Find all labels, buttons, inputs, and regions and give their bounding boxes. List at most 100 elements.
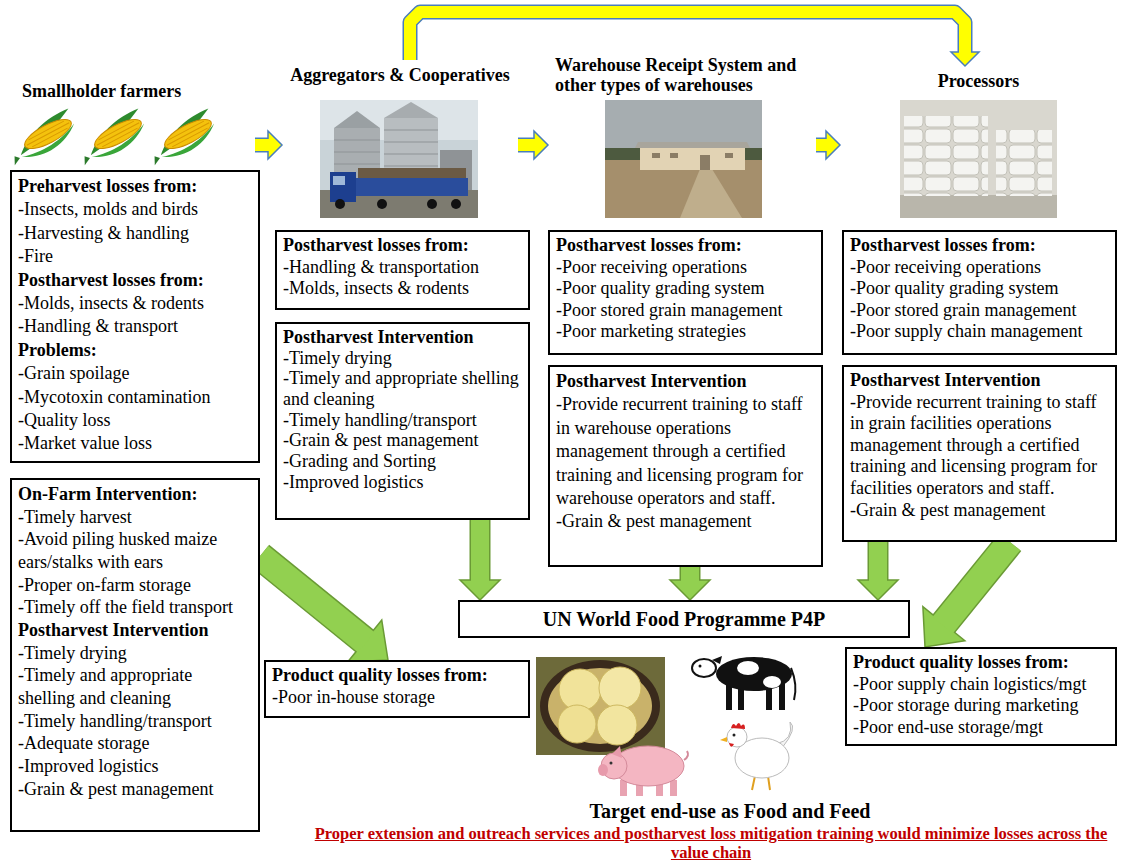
arrow-body xyxy=(410,12,965,60)
cow-figure xyxy=(712,656,722,664)
cow-figure xyxy=(692,656,795,710)
food-bowl xyxy=(599,667,641,709)
box-heading: Postharvest losses from: xyxy=(18,269,250,292)
pig-figure xyxy=(610,762,613,765)
list-item: -Timely drying xyxy=(283,348,520,369)
food-bowl xyxy=(559,669,601,711)
list-item: -Improved logistics xyxy=(18,755,250,778)
warehouse-photo xyxy=(725,153,733,158)
box-heading: Postharvest losses from: xyxy=(556,235,813,257)
arrow-body xyxy=(518,139,536,151)
silo-photo xyxy=(451,199,461,209)
chicken-figure xyxy=(727,727,747,747)
processor-photo xyxy=(904,116,988,196)
silo-photo xyxy=(333,176,345,185)
arrow-body xyxy=(255,139,270,151)
list-item: -Poor in-house storage xyxy=(272,687,520,709)
list-item: -Grain spoilage xyxy=(18,362,250,385)
chicken-figure xyxy=(731,723,745,729)
warehouse-photo xyxy=(640,148,745,170)
food-bowl xyxy=(536,657,665,755)
food-bowl xyxy=(540,660,660,752)
box-heading: Postharvest Intervention xyxy=(18,619,250,642)
arrow-head xyxy=(268,131,282,159)
flow-arrow xyxy=(816,131,840,159)
list-item: -Handling & transportation xyxy=(283,257,520,279)
silo-photo xyxy=(320,100,478,218)
list-item: -Grain & pest management xyxy=(850,500,1107,522)
warehouse-photo xyxy=(605,100,762,218)
chicken-figure xyxy=(720,737,727,742)
pig-figure xyxy=(670,780,677,796)
processor-photo xyxy=(996,130,1052,196)
box-heading: On-Farm Intervention: xyxy=(18,483,250,506)
list-item: -Grain & pest management xyxy=(283,430,520,451)
arrow-body xyxy=(869,542,887,582)
arrow-body xyxy=(471,520,489,582)
list-item: -Provide recurrent training to staff in … xyxy=(556,393,813,510)
outcome-arrow xyxy=(670,567,710,600)
column-header: Processors xyxy=(840,66,1117,220)
list-item: -Grading and Sorting xyxy=(283,451,520,472)
list-item: -Poor supply chain management xyxy=(850,321,1107,343)
arrow-head xyxy=(460,580,500,600)
arrow-head xyxy=(670,580,710,600)
outcome-arrow xyxy=(460,520,500,600)
silo-photo xyxy=(334,130,438,166)
list-item: -Poor stored grain management xyxy=(850,300,1107,322)
intervention-box: Postharvest Intervention-Timely drying-T… xyxy=(275,322,530,520)
cow-figure xyxy=(692,659,716,677)
list-item: -Proper on-farm storage xyxy=(18,574,250,597)
warehouse-photo xyxy=(680,169,742,218)
box-heading: Product quality losses from: xyxy=(272,665,520,687)
loss-box: Preharvest losses from:-Insects, molds a… xyxy=(10,170,260,463)
warehouse-photo xyxy=(605,100,762,218)
list-item: -Poor storage during marketing xyxy=(853,695,1107,717)
list-item: -Fire xyxy=(18,245,250,268)
silo-photo xyxy=(320,100,478,218)
arrow-head xyxy=(534,131,548,159)
program-title: UN World Food Programme P4P xyxy=(466,607,902,631)
cow-figure xyxy=(763,676,781,688)
list-item: -Poor stored grain management xyxy=(556,300,813,322)
cow-figure xyxy=(716,657,792,691)
end-use-caption: Target end-use as Food and Feed xyxy=(520,800,940,822)
list-item: -Mycotoxin contamination xyxy=(18,386,250,409)
column-title: Smallholder farmers xyxy=(22,82,251,102)
column-title: Aggregators & Cooperatives xyxy=(282,66,518,86)
box-heading: Product quality losses from: xyxy=(853,652,1107,674)
silo-photo xyxy=(335,199,345,209)
warehouse-photo xyxy=(670,153,678,158)
arrow-body xyxy=(943,542,1010,625)
food-bowl xyxy=(558,705,596,743)
arrow-head xyxy=(858,580,898,600)
chicken-figure xyxy=(729,743,734,747)
silo-photo xyxy=(377,199,387,209)
box-heading: Postharvest Intervention xyxy=(283,327,520,348)
corn-icon xyxy=(143,108,222,169)
list-item: -Poor quality grading system xyxy=(850,278,1107,300)
warehouse-photo xyxy=(700,155,710,170)
cow-figure xyxy=(737,661,759,675)
pig-figure xyxy=(684,751,688,760)
chicken-figure xyxy=(720,722,793,790)
pig-figure xyxy=(598,746,688,796)
warehouse-photo xyxy=(635,142,750,148)
food-bowl xyxy=(536,657,665,755)
corn-icon xyxy=(3,108,222,169)
box-heading: Postharvest Intervention xyxy=(850,370,1107,392)
column-title: Processors xyxy=(840,72,1117,92)
list-item: -Improved logistics xyxy=(283,472,520,493)
pig-figure xyxy=(612,746,622,758)
corn-icon xyxy=(3,108,82,169)
box-heading: Problems: xyxy=(18,339,250,362)
arrow-body xyxy=(260,556,366,642)
warehouse-photo xyxy=(652,153,660,158)
list-item: -Timely handling/transport xyxy=(18,710,250,733)
silo-photo xyxy=(334,111,380,128)
cow-figure xyxy=(699,665,702,668)
program-box: UN World Food Programme P4P xyxy=(458,600,910,638)
pig-figure xyxy=(598,764,608,776)
column-title: Warehouse Receipt System and other types… xyxy=(555,56,812,96)
list-item: -Timely off the field transport xyxy=(18,596,250,619)
